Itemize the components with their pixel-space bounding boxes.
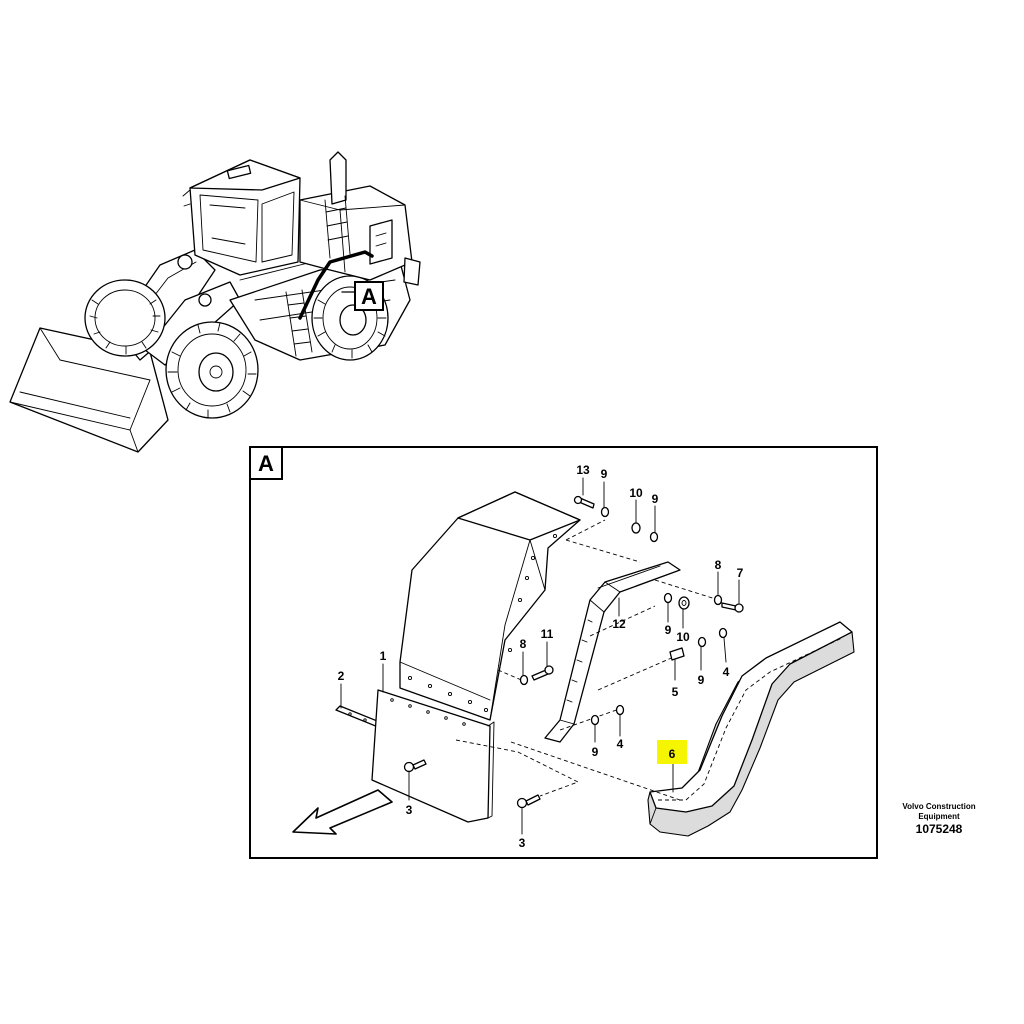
callout-3: 3: [519, 836, 526, 850]
callout-9: 9: [592, 745, 599, 759]
callout-9: 9: [698, 673, 705, 687]
fender-location-outline: [298, 250, 374, 320]
overview-view-marker: A: [354, 281, 384, 311]
loader-front-wheels: [84, 279, 259, 419]
nut-10a: [631, 522, 641, 534]
callout-11: 11: [541, 627, 554, 641]
loader-ladder: [285, 195, 351, 357]
callout-12: 12: [612, 617, 626, 631]
washer-9b: [649, 531, 659, 543]
loader-cab: [182, 159, 301, 276]
callout-4: 4: [617, 737, 624, 751]
callout-8: 8: [520, 637, 527, 651]
washer-9c: [663, 592, 673, 604]
wheel-loader-overview: A: [9, 151, 421, 453]
detail-view-label: A: [258, 451, 274, 476]
detail-view-marker: A: [249, 446, 283, 480]
callout-9: 9: [665, 623, 672, 637]
callout-10: 10: [676, 630, 690, 644]
callout-labels: 13 9 10 9 8 7 12 9 10 9 4 5 8 11 1 2 9 4…: [338, 463, 744, 850]
callout-4: 4: [723, 665, 730, 679]
bolt-13: [573, 495, 595, 509]
callout-13: 13: [576, 463, 590, 477]
callout-5: 5: [672, 685, 679, 699]
nut-4b: [615, 704, 625, 716]
bolt-3b: [516, 794, 541, 809]
callout-2: 2: [338, 669, 345, 683]
bolt-3a: [403, 759, 427, 773]
clip-5: [669, 647, 685, 661]
callout-10: 10: [629, 486, 643, 500]
callout-leaders: [340, 477, 740, 835]
washer-8b: [519, 674, 529, 686]
callout-9: 9: [652, 492, 659, 506]
detail-frame: [249, 446, 878, 859]
loader-bucket: [9, 327, 169, 453]
washer-9a: [600, 506, 610, 518]
washer-9d: [697, 636, 707, 648]
illustration-number: 1075248: [915, 822, 963, 836]
callout-6-highlighted: 6: [657, 740, 687, 764]
bolt-11: [531, 665, 554, 681]
loader-engine-hood: [299, 151, 421, 286]
part-6-fender-extension: [647, 621, 855, 837]
washer-8a: [713, 594, 723, 606]
bolt-7: [721, 602, 744, 613]
part-12-support-bracket: [544, 561, 681, 743]
fasteners: [403, 495, 744, 809]
fender-assembly: 13 9 10 9 8 7 12 9 10 9 4 5 8 11 1 2 9 4…: [292, 463, 855, 850]
nut-10b: [678, 596, 690, 610]
washer-9e: [590, 714, 600, 726]
callout-3: 3: [406, 803, 413, 817]
assembly-guide-lines: [455, 519, 723, 801]
callout-6: 6: [669, 747, 676, 761]
mud-flap: [371, 689, 495, 823]
callout-7: 7: [737, 566, 744, 580]
nut-4a: [718, 627, 728, 639]
part-1-fender-panel: [399, 491, 581, 721]
callout-9: 9: [601, 467, 608, 481]
callout-1: 1: [380, 649, 387, 663]
overview-view-label: A: [361, 284, 377, 309]
callout-8: 8: [715, 558, 722, 572]
direction-arrow-icon: [292, 789, 393, 835]
publisher-credit: Volvo Construction Equipment: [902, 802, 976, 821]
